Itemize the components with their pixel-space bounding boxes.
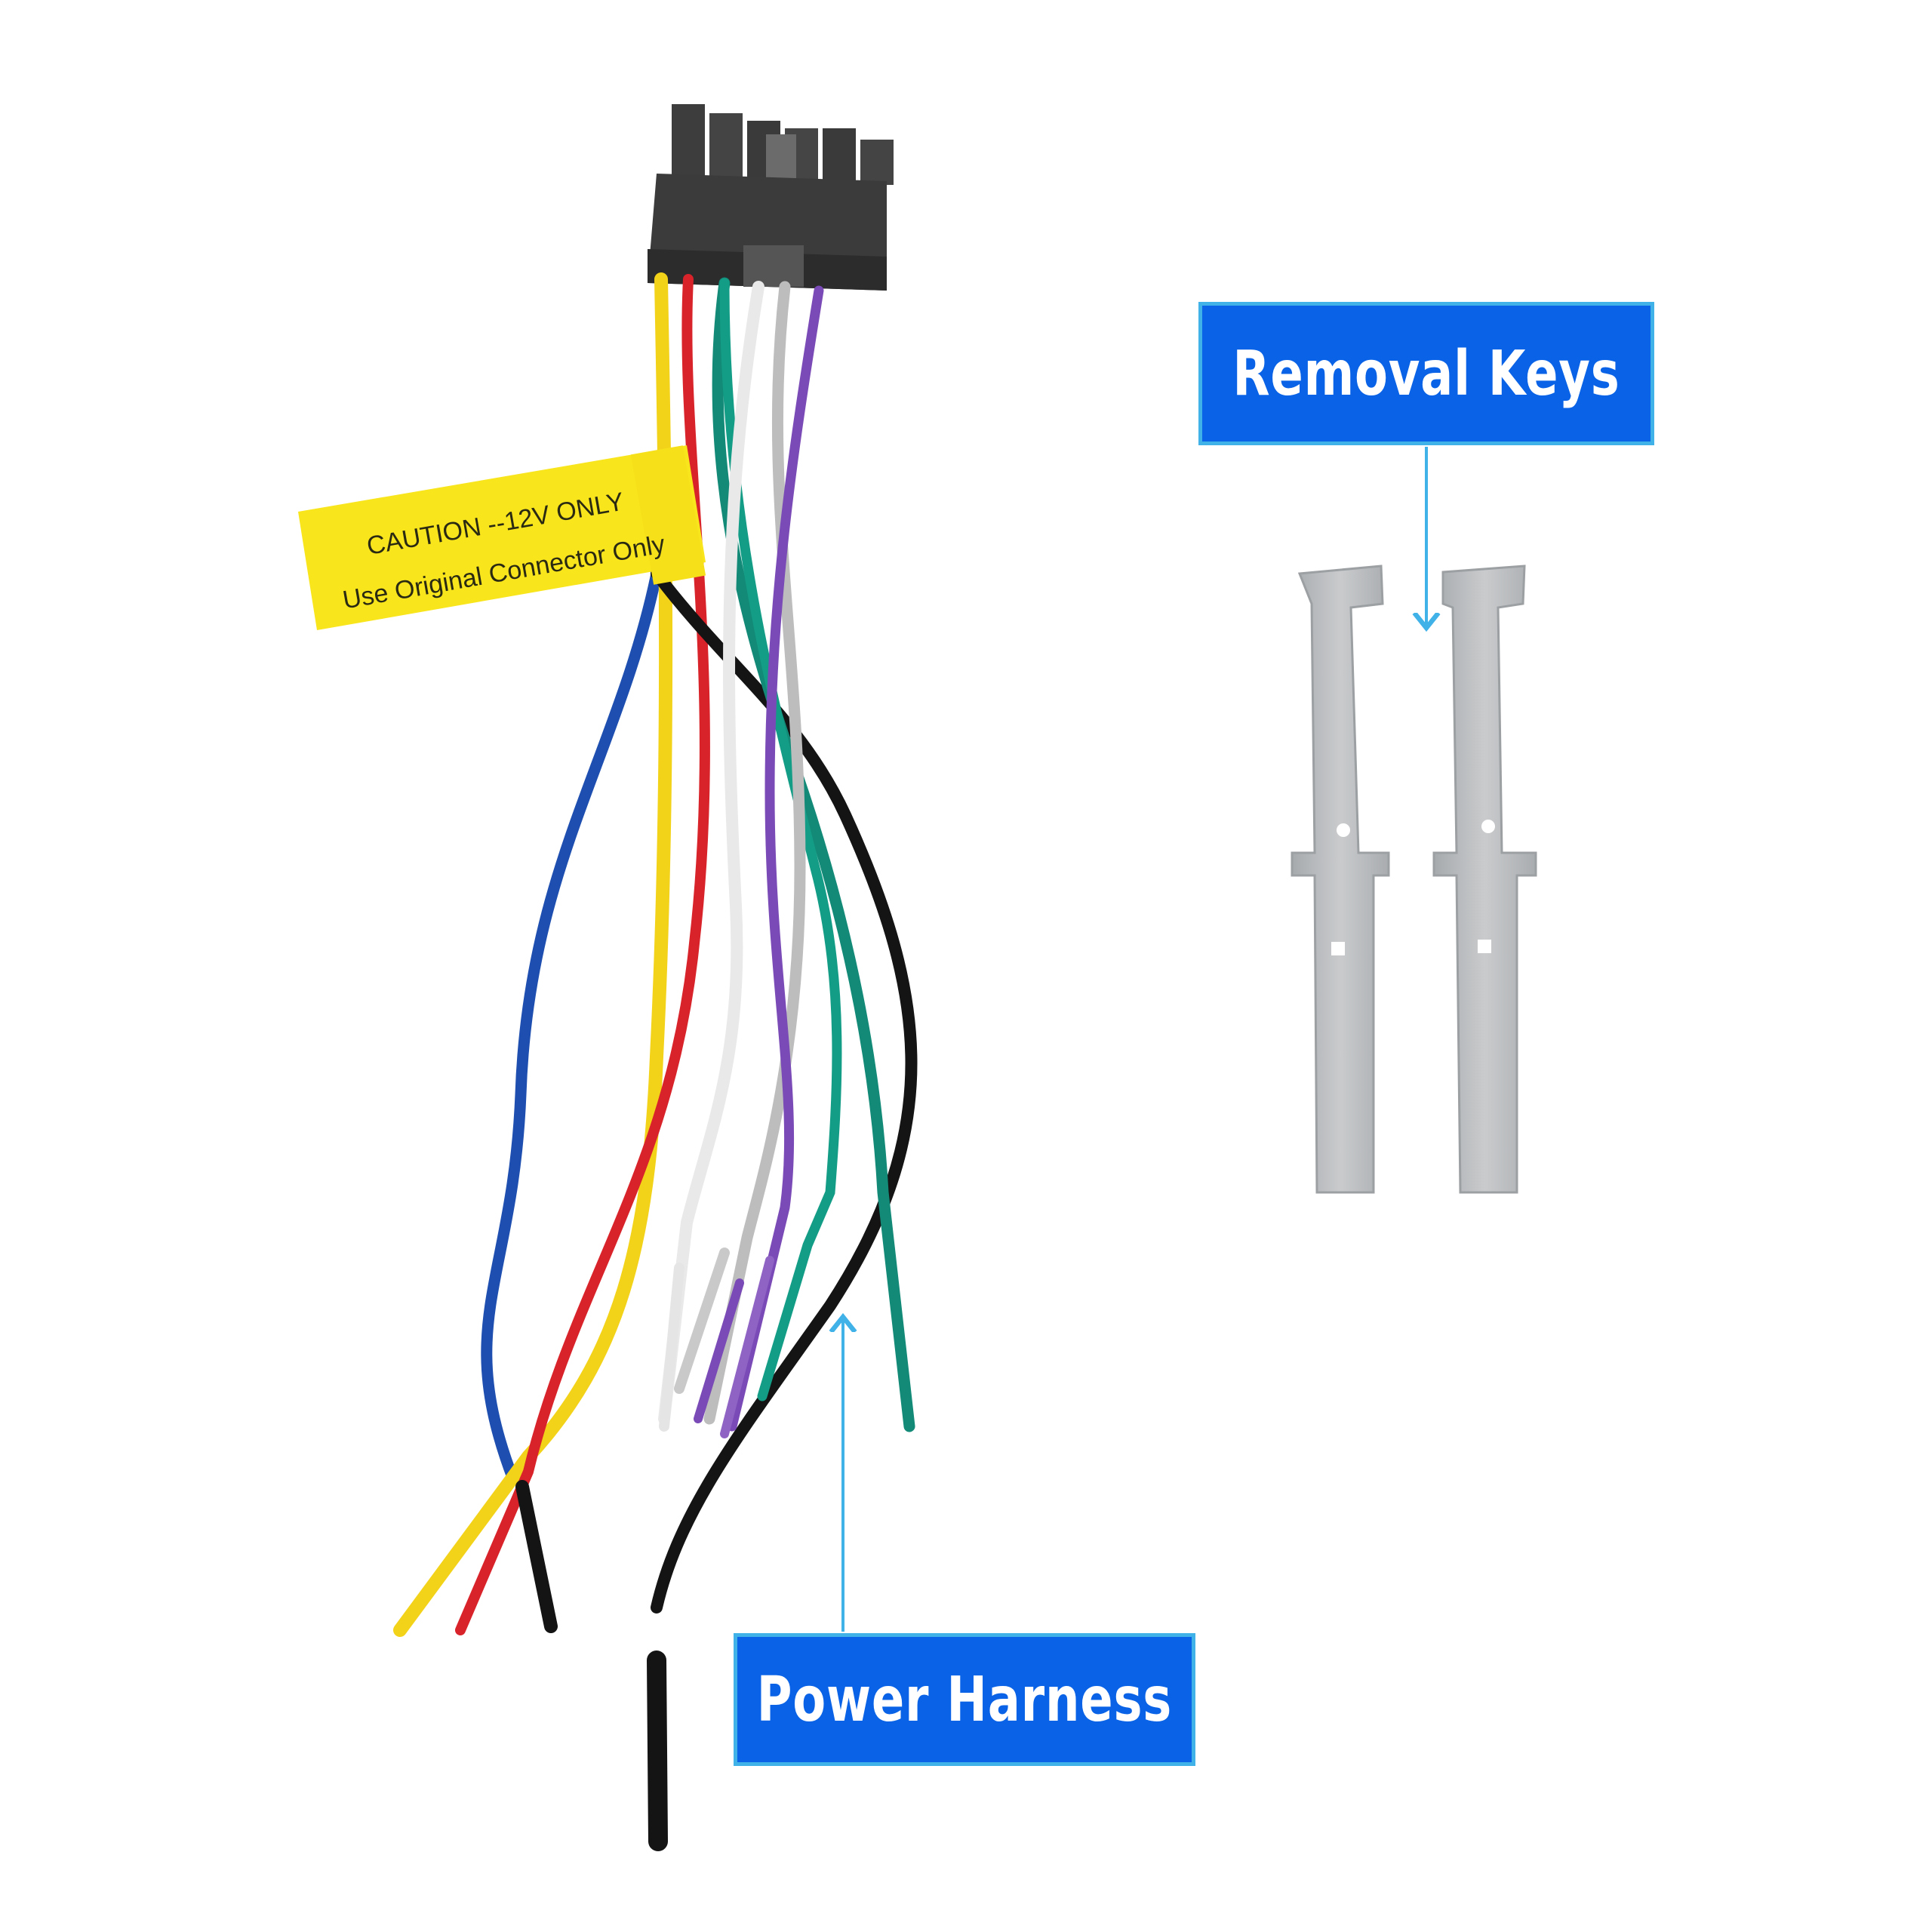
- caution-label: CAUTION --12V ONLY Use Original Connecto…: [298, 445, 706, 630]
- gray-wire: [703, 281, 806, 1425]
- removal-keys-callout: Removal Keys: [1198, 302, 1654, 445]
- removal-key-left: [1291, 565, 1390, 1194]
- power-harness-callout: Power Harness: [734, 1633, 1195, 1766]
- purple-wire: [727, 285, 824, 1432]
- harness-connector: [648, 104, 894, 291]
- blue-wire: [481, 568, 663, 1485]
- power-harness-label: Power Harness: [756, 1663, 1173, 1736]
- removal-key-right: [1432, 565, 1537, 1194]
- removal-keys-label: Removal Keys: [1232, 337, 1620, 410]
- white-wire: [658, 281, 764, 1425]
- black-wire-end: [647, 1651, 668, 1851]
- red-wire: [455, 274, 710, 1635]
